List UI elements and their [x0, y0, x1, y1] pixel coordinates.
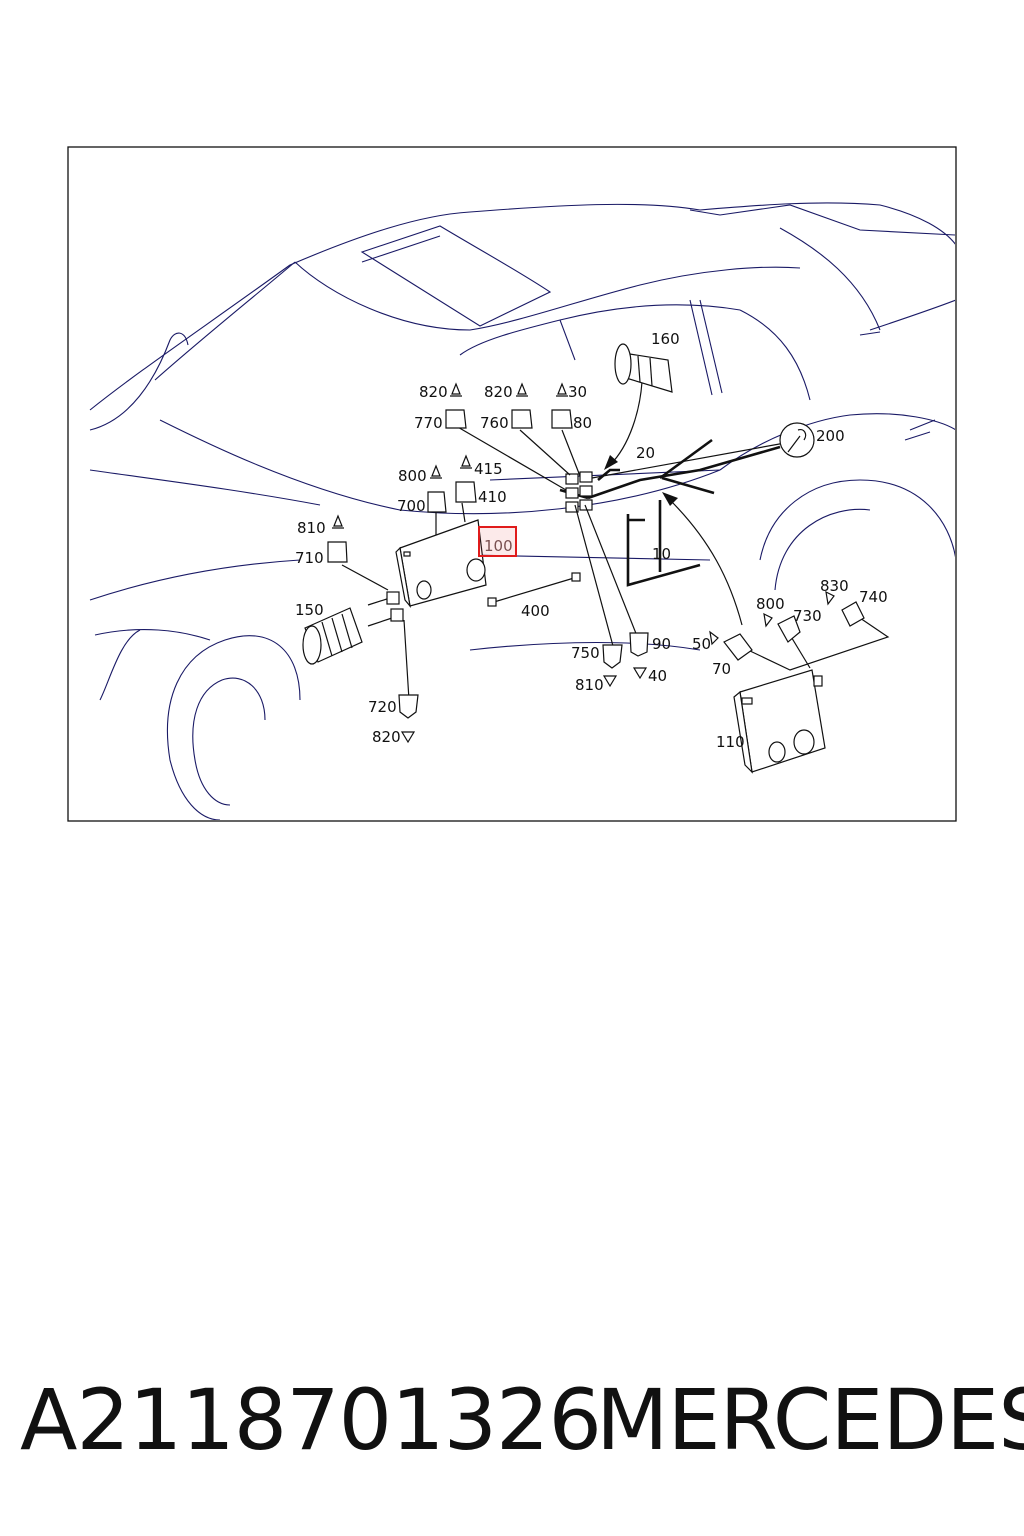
callout-800-upper[interactable]: 800 — [398, 467, 427, 485]
component-150-air-duct — [302, 591, 404, 665]
component-400-cable — [487, 572, 581, 607]
part-number: A2118701326 — [20, 1371, 602, 1469]
callout-200[interactable]: 200 — [816, 427, 845, 445]
component-160-air-duct — [614, 343, 673, 393]
callout-20[interactable]: 20 — [636, 444, 655, 462]
brand-name: MERCEDES — [596, 1371, 1024, 1469]
callout-710[interactable]: 710 — [295, 549, 324, 567]
callout-90[interactable]: 90 — [652, 635, 671, 653]
callout-70[interactable]: 70 — [712, 660, 731, 678]
callout-750[interactable]: 750 — [571, 644, 600, 662]
callout-830[interactable]: 830 — [820, 577, 849, 595]
diagram-border — [67, 146, 957, 822]
callout-415[interactable]: 415 — [474, 460, 503, 478]
callout-700[interactable]: 700 — [397, 497, 426, 515]
callout-410[interactable]: 410 — [478, 488, 507, 506]
callout-80[interactable]: 80 — [573, 414, 592, 432]
callout-10[interactable]: 10 — [652, 545, 671, 563]
callout-810-left[interactable]: 810 — [297, 519, 326, 537]
highlight-box-100 — [478, 526, 517, 557]
component-200-wrench-symbol — [779, 422, 815, 458]
callout-800-lower[interactable]: 800 — [756, 595, 785, 613]
callout-760[interactable]: 760 — [480, 414, 509, 432]
callout-30[interactable]: 30 — [568, 383, 587, 401]
callout-110[interactable]: 110 — [716, 733, 745, 751]
callout-400[interactable]: 400 — [521, 602, 550, 620]
wiring-harness — [341, 381, 890, 701]
callout-160[interactable]: 160 — [651, 330, 680, 348]
callout-730[interactable]: 730 — [793, 607, 822, 625]
callout-810-center[interactable]: 810 — [575, 676, 604, 694]
callout-100[interactable]: 100 — [484, 537, 513, 555]
callout-labels: 10 20 30 40 50 70 80 90 100 110 150 160 … — [295, 330, 888, 751]
connector-symbols — [327, 382, 865, 744]
component-100-control-unit[interactable] — [395, 519, 487, 609]
callout-720[interactable]: 720 — [368, 698, 397, 716]
callout-150[interactable]: 150 — [295, 601, 324, 619]
callout-820-c[interactable]: 820 — [372, 728, 401, 746]
footer-caption: A2118701326 MERCEDES — [0, 1370, 1024, 1480]
callout-820-b[interactable]: 820 — [484, 383, 513, 401]
callout-770[interactable]: 770 — [414, 414, 443, 432]
callout-50[interactable]: 50 — [692, 635, 711, 653]
callout-740[interactable]: 740 — [859, 588, 888, 606]
component-110-control-unit[interactable] — [733, 669, 826, 774]
callout-40[interactable]: 40 — [648, 667, 667, 685]
callout-820-a[interactable]: 820 — [419, 383, 448, 401]
